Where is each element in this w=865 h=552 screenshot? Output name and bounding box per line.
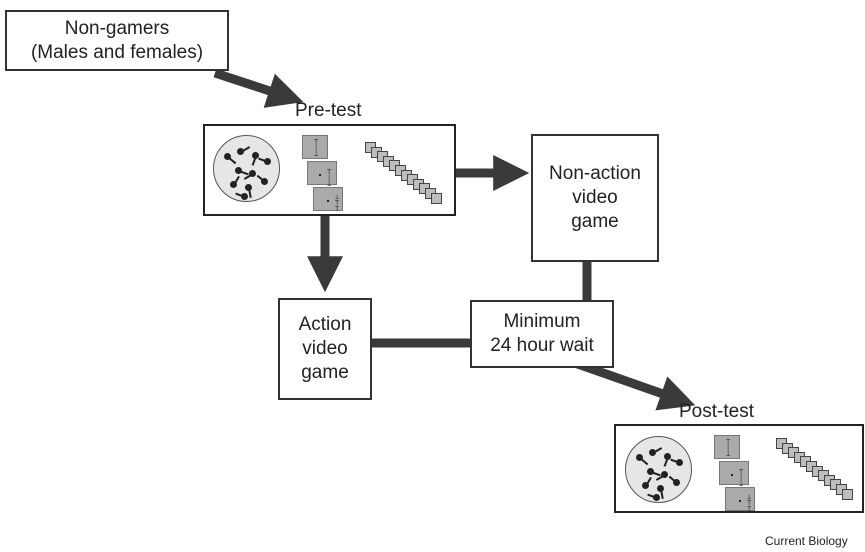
tracking-dot-trail <box>650 470 661 476</box>
flanker-glyph: T|⊥ <box>314 138 319 158</box>
flanker-card-1: T|⊥ <box>302 135 328 159</box>
journal-credit: Current Biology <box>765 534 848 548</box>
non-action-game-box: Non-action video game <box>531 134 659 262</box>
motion-tracking-disk-icon <box>625 436 692 503</box>
fixation-dot <box>327 200 329 202</box>
staircase-square <box>842 488 853 500</box>
flanker-glyph: T|⊥ <box>739 468 744 488</box>
pre-test-label: Pre-test <box>295 100 362 121</box>
fixation-dot <box>731 474 733 476</box>
flanker-glyph: T|⊥ <box>726 438 731 458</box>
staircase-squares-icon <box>365 142 445 204</box>
action-game-box: Action video game <box>278 298 372 400</box>
arrow-to-posttest <box>570 357 696 411</box>
fixation-dot <box>319 174 321 176</box>
post-test-label: Post-test <box>679 401 754 422</box>
flanker-card-2: T|⊥ <box>719 461 749 488</box>
arrow-to-pretest <box>213 68 304 108</box>
tracking-dot-trail <box>238 169 249 175</box>
non-gamers-box: Non-gamers (Males and females) <box>5 10 229 71</box>
flanker-card-1: T|⊥ <box>714 435 740 459</box>
fixation-dot <box>739 500 741 502</box>
staircase-square <box>431 192 442 204</box>
motion-tracking-disk-icon <box>213 135 280 202</box>
staircase-squares-icon <box>776 438 856 500</box>
flanker-card-2: T|⊥ <box>307 161 337 188</box>
flanker-glyph: T|⊥ <box>327 168 332 188</box>
wait-box: Minimum 24 hour wait <box>470 300 614 368</box>
